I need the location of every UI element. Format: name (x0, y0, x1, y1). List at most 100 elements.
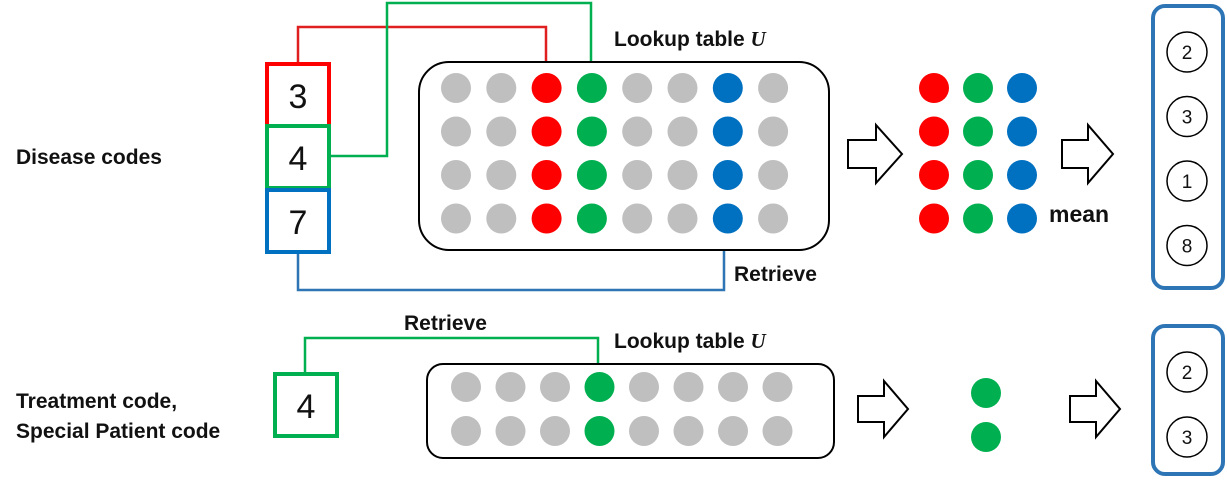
green-retrieve-line-bottom (303, 336, 600, 374)
output-bottom-value: 3 (1182, 428, 1193, 449)
embedding-dot-green (576, 160, 607, 190)
retrieved-dot-green (971, 378, 1001, 408)
embedding-dot-gray (758, 203, 789, 234)
embedding-dot-gray (718, 372, 748, 402)
code-box-7: 7 (265, 188, 331, 254)
output-top-value: 3 (1182, 108, 1193, 129)
embedding-dot-red (531, 203, 562, 234)
embedding-dot-gray (540, 416, 570, 446)
embedding-dot-gray (622, 203, 653, 234)
output-bottom-value: 2 (1182, 363, 1193, 384)
embedding-dot-gray (629, 372, 659, 402)
embedding-dot-gray (667, 203, 698, 234)
embedding-dot-red (531, 160, 562, 190)
embedding-dot-gray (758, 73, 789, 103)
output-top-cell (1166, 95, 1208, 138)
embedding-dot-gray (441, 73, 471, 103)
embedding-dot-green (584, 416, 615, 446)
embedding-dot-blue (712, 160, 743, 190)
code-4-bottom-text: 4 (297, 388, 316, 426)
embedding-dot-gray (622, 73, 653, 103)
retrieved-dot-blue (1007, 73, 1037, 103)
embedding-dot-gray (495, 416, 526, 446)
blue-retrieve-line (296, 240, 726, 292)
code-3-text: 3 (289, 78, 308, 116)
embedding-dot-gray (629, 416, 659, 446)
embedding-dot-green (576, 73, 607, 103)
lookup-table-bottom-cells (451, 372, 793, 446)
lookup-table-title-top: Lookup table U (614, 27, 768, 51)
lookup-table-title-bottom: Lookup table U (614, 329, 768, 353)
retrieved-dot-blue (1007, 116, 1037, 147)
embedding-dot-gray (673, 416, 704, 446)
output-bottom-cell (1166, 416, 1208, 458)
retrieved-dot-blue (1007, 160, 1037, 190)
code-7-text: 7 (289, 204, 308, 242)
embedding-dot-red (531, 73, 562, 103)
embedding-dot-gray (540, 372, 570, 402)
lookup-table-top-cells (441, 73, 789, 234)
lookup-symbol-bottom: U (751, 329, 768, 353)
output-top-value: 1 (1182, 172, 1193, 193)
output-vector-bottom-values: 23 (1166, 351, 1208, 458)
retrieved-dot-blue (1007, 203, 1037, 234)
output-top-cell (1166, 160, 1208, 202)
retrieved-embeddings (919, 73, 1037, 234)
embedding-dot-gray (667, 73, 698, 103)
embedding-dot-gray (486, 203, 517, 234)
embedding-dot-gray (486, 160, 517, 190)
arrow-right-icon (1061, 122, 1115, 186)
output-top-cell (1166, 224, 1208, 267)
retrieved-dot-red (919, 160, 949, 190)
embedding-dot-green (576, 203, 607, 234)
disease-codes-label: Disease codes (16, 146, 162, 169)
embedding-dot-gray (758, 160, 789, 190)
red-retrieve-line (296, 25, 548, 66)
output-top-cell (1166, 31, 1208, 73)
embedding-dot-gray (495, 372, 526, 402)
embedding-dot-green (576, 116, 607, 147)
embedding-dot-gray (486, 116, 517, 147)
embedding-dot-gray (762, 372, 793, 402)
retrieved-dot-red (919, 203, 949, 234)
embedding-dot-gray (486, 73, 517, 103)
retrieved-dot-red (919, 73, 949, 103)
arrow-right-icon (1069, 378, 1122, 440)
code-box-4-bottom: 4 (273, 372, 339, 438)
lookup-table-top (418, 61, 830, 251)
retrieved-dot-green (963, 73, 993, 103)
embedding-dot-blue (712, 203, 743, 234)
special-patient-code-label: Special Patient code (16, 420, 220, 443)
output-vector-top (1151, 4, 1225, 290)
embedding-dot-gray (762, 416, 793, 446)
retrieved-dot-green (963, 203, 993, 234)
embedding-dot-gray (441, 116, 471, 147)
retrieved-dot-green (963, 116, 993, 147)
embedding-dot-gray (667, 116, 698, 147)
mean-label: mean (1049, 201, 1109, 227)
output-vector-top-values: 2 3 1 8 (1166, 31, 1208, 267)
retrieve-label-top: Retrieve (734, 263, 817, 286)
retrieved-embedding-bottom (971, 378, 1001, 452)
embedding-dot-green (584, 372, 615, 402)
embedding-dot-red (531, 116, 562, 147)
retrieve-label-bottom: Retrieve (404, 312, 487, 335)
embedding-dot-gray (622, 160, 653, 190)
embedding-dot-gray (673, 372, 704, 402)
embedding-dot-gray (441, 203, 471, 234)
embedding-dot-gray (667, 160, 698, 190)
retrieved-dot-green (971, 422, 1001, 452)
code-4-text: 4 (289, 140, 308, 178)
embedding-dot-gray (758, 116, 789, 147)
output-bottom-cell (1166, 351, 1208, 393)
output-top-value: 8 (1182, 237, 1193, 258)
output-top-value: 2 (1182, 43, 1193, 64)
treatment-code-label: Treatment code, (16, 390, 177, 413)
arrow-right-icon (857, 378, 910, 440)
lookup-symbol-top: U (751, 27, 768, 51)
code-box-4: 4 (265, 124, 331, 190)
green-retrieve-line (330, 1, 593, 158)
embedding-dot-gray (451, 372, 481, 402)
embedding-dot-blue (712, 116, 743, 147)
